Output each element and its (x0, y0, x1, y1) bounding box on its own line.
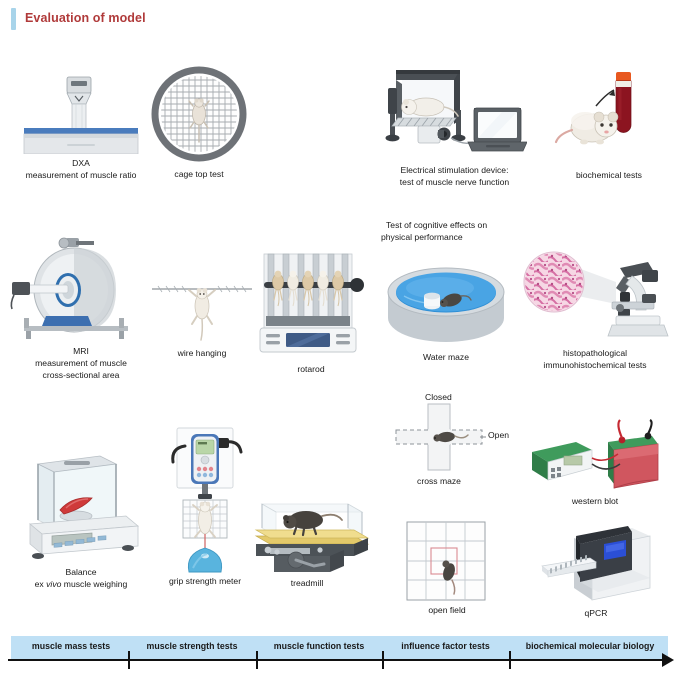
microscope-icon (523, 251, 669, 337)
caption-western-blot: western blot (571, 496, 619, 506)
caption-qpcr: qPCR (584, 608, 608, 618)
panel-balance: Balance ex vivo muscle weighing (16, 442, 146, 592)
timeline-arrow-icon (662, 653, 674, 667)
panel-cross-maze: Closed Open cross maze (390, 392, 515, 486)
label-cross-maze-open: Open (488, 430, 510, 440)
caption-mri-line2: measurement of muscle (35, 358, 127, 368)
caption-electrical-line1: Electrical stimulation device: (400, 165, 509, 175)
panel-histopathological: histopathological immunohistochemical te… (520, 248, 670, 373)
water-maze-icon (387, 267, 505, 342)
electrical-stimulation-device-icon (385, 70, 527, 152)
panel-mri: MRI measurement of muscle cross-sectiona… (6, 232, 156, 380)
caption-biochemical: biochemical tests (576, 170, 642, 180)
timeline-segment-muscle-strength[interactable]: muscle strength tests (146, 641, 238, 651)
dxa-scanner-icon (23, 76, 139, 154)
caption-water-maze: Water maze (422, 352, 469, 362)
rotarod-icon (259, 253, 364, 353)
cage-top-grid-icon (151, 66, 247, 162)
analytical-balance-icon (28, 455, 140, 559)
caption-mri-line1: MRI (73, 346, 89, 356)
timeline-band (11, 636, 668, 660)
panel-electrical-stimulation: Electrical stimulation device: test of m… (382, 62, 527, 192)
caption-rotarod: rotarod (297, 364, 325, 374)
heading-cognitive-line1: Test of cognitive effects on (386, 220, 488, 230)
panel-open-field: open field (405, 520, 489, 620)
caption-wire-hanging: wire hanging (177, 348, 227, 358)
caption-histo-line2: immunohistochemical tests (543, 360, 647, 370)
open-field-grid-icon (406, 521, 486, 601)
caption-dxa-line2: measurement of muscle ratio (25, 170, 137, 180)
caption-histo-line1: histopathological (562, 348, 628, 358)
page-title-text: Evaluation of model (25, 11, 146, 25)
caption-balance-line2: ex vivo muscle weighing (34, 579, 128, 589)
panel-biochemical: biochemical tests (554, 68, 664, 188)
page-title: Evaluation of model (11, 8, 146, 30)
timeline-segment-influence-factor[interactable]: influence factor tests (401, 641, 490, 651)
caption-electrical-line2: test of muscle nerve function (399, 177, 510, 187)
treadmill-icon (254, 503, 370, 572)
label-cross-maze-closed: Closed (425, 392, 452, 402)
timeline-axis-line (8, 659, 663, 661)
caption-cross-maze: cross maze (417, 476, 461, 486)
panel-cage-top: cage top test (149, 64, 249, 184)
panel-grip-strength: grip strength meter (155, 424, 255, 592)
panel-treadmill: treadmill (244, 490, 370, 590)
caption-cage-top: cage top test (174, 169, 224, 179)
panel-wire-hanging: wire hanging (152, 272, 252, 362)
caption-dxa-line1: DXA (72, 158, 90, 168)
qpcr-machine-icon (541, 526, 651, 601)
timeline-tick-4 (509, 651, 511, 669)
panel-western-blot: western blot (530, 418, 660, 513)
caption-grip-strength: grip strength meter (168, 576, 242, 586)
caption-balance-line1: Balance (65, 567, 97, 577)
title-accent-bar (11, 8, 16, 30)
caption-open-field: open field (428, 605, 466, 615)
timeline-segment-muscle-function[interactable]: muscle function tests (273, 641, 365, 651)
timeline-tick-1 (128, 651, 130, 669)
heading-cognitive-line2: physical performance (381, 232, 463, 242)
grip-strength-meter-icon (171, 427, 243, 573)
timeline-segment-muscle-mass[interactable]: muscle mass tests (31, 641, 111, 651)
panel-water-maze: Test of cognitive effects on physical pe… (376, 220, 516, 365)
cross-maze-icon (395, 403, 486, 471)
caption-mri-line3: cross-sectional area (42, 370, 120, 380)
caption-treadmill: treadmill (290, 578, 324, 588)
mri-scanner-icon (10, 237, 128, 339)
wire-hanging-mouse-icon (152, 285, 252, 341)
western-blot-apparatus-icon (532, 419, 659, 489)
timeline-tick-3 (382, 651, 384, 669)
panel-rotarod: rotarod (256, 246, 366, 374)
timeline-segment-biochemical[interactable]: biochemical molecular biology (525, 641, 655, 651)
panel-dxa: DXA measurement of muscle ratio (14, 72, 148, 187)
panel-qpcr: qPCR (536, 524, 656, 619)
mouse-blood-tube-icon (554, 72, 632, 145)
timeline-tick-2 (256, 651, 258, 669)
